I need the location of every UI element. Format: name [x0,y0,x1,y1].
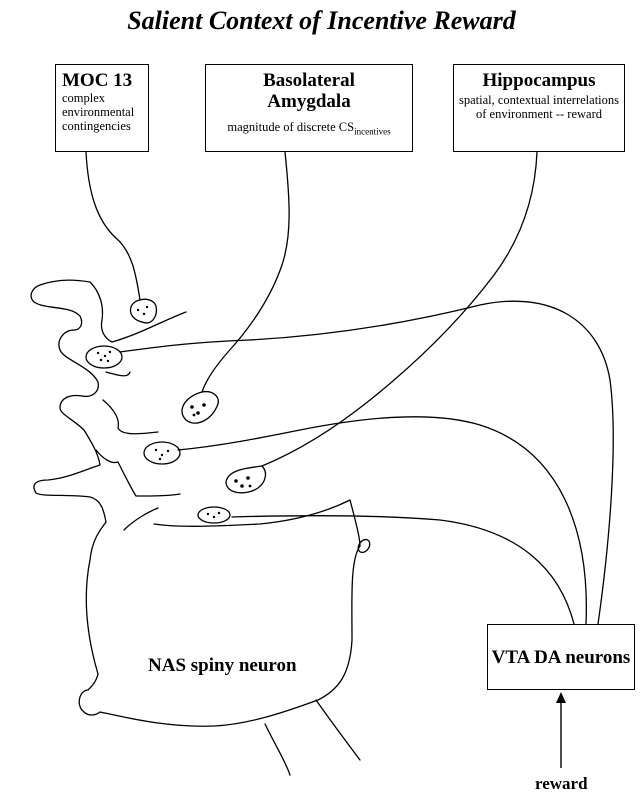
moc13-heading: MOC 13 [62,70,133,91]
reward-arrowhead [556,692,566,703]
diagram-title: Salient Context of Incentive Reward [127,6,516,35]
vta-axon-3 [231,515,575,625]
bla-heading-line1: Basolateral [263,70,355,91]
moc13-terminal [129,298,158,324]
hippocampus-heading: Hippocampus [482,70,596,91]
terminal-spot-3 [197,506,231,524]
hippocampus-box: Hippocampus spatial, contextual interrel… [453,64,625,152]
neuron-process-lower-right [315,699,361,761]
moc13-description: complex environmental contingencies [62,91,135,133]
vta-axon-2 [177,416,587,625]
terminal-spot-2 [143,441,181,465]
moc13-box: MOC 13 complex environmental contingenci… [55,64,149,152]
bla-axon [201,151,290,393]
bla-desc-subscript: incentives [354,126,391,137]
neuron-process-end [357,538,371,554]
moc13-axon [85,151,141,301]
bla-desc-main: magnitude of discrete CS [227,120,355,134]
neuron-process-lower [264,723,291,776]
hippocampus-axon [261,151,538,467]
vta-axon-1 [119,300,614,625]
nas-spiny-neuron-label: NAS spiny neuron [148,655,297,676]
hippocampus-description: spatial, contextual interrelations of en… [458,93,620,121]
bla-heading-line2: Amygdala [267,91,351,112]
bla-description: magnitude of discrete CSincentives [210,120,408,139]
vta-heading: VTA DA neurons [491,647,631,668]
hippocampus-terminal [225,465,267,494]
bla-terminal [181,390,219,424]
terminal-spot-1 [85,345,123,369]
basolateral-amygdala-box: Basolateral Amygdala magnitude of discre… [205,64,413,152]
vta-da-neurons-box: VTA DA neurons [487,624,635,690]
nas-neuron-outline [30,279,361,727]
reward-label: reward [535,774,588,793]
